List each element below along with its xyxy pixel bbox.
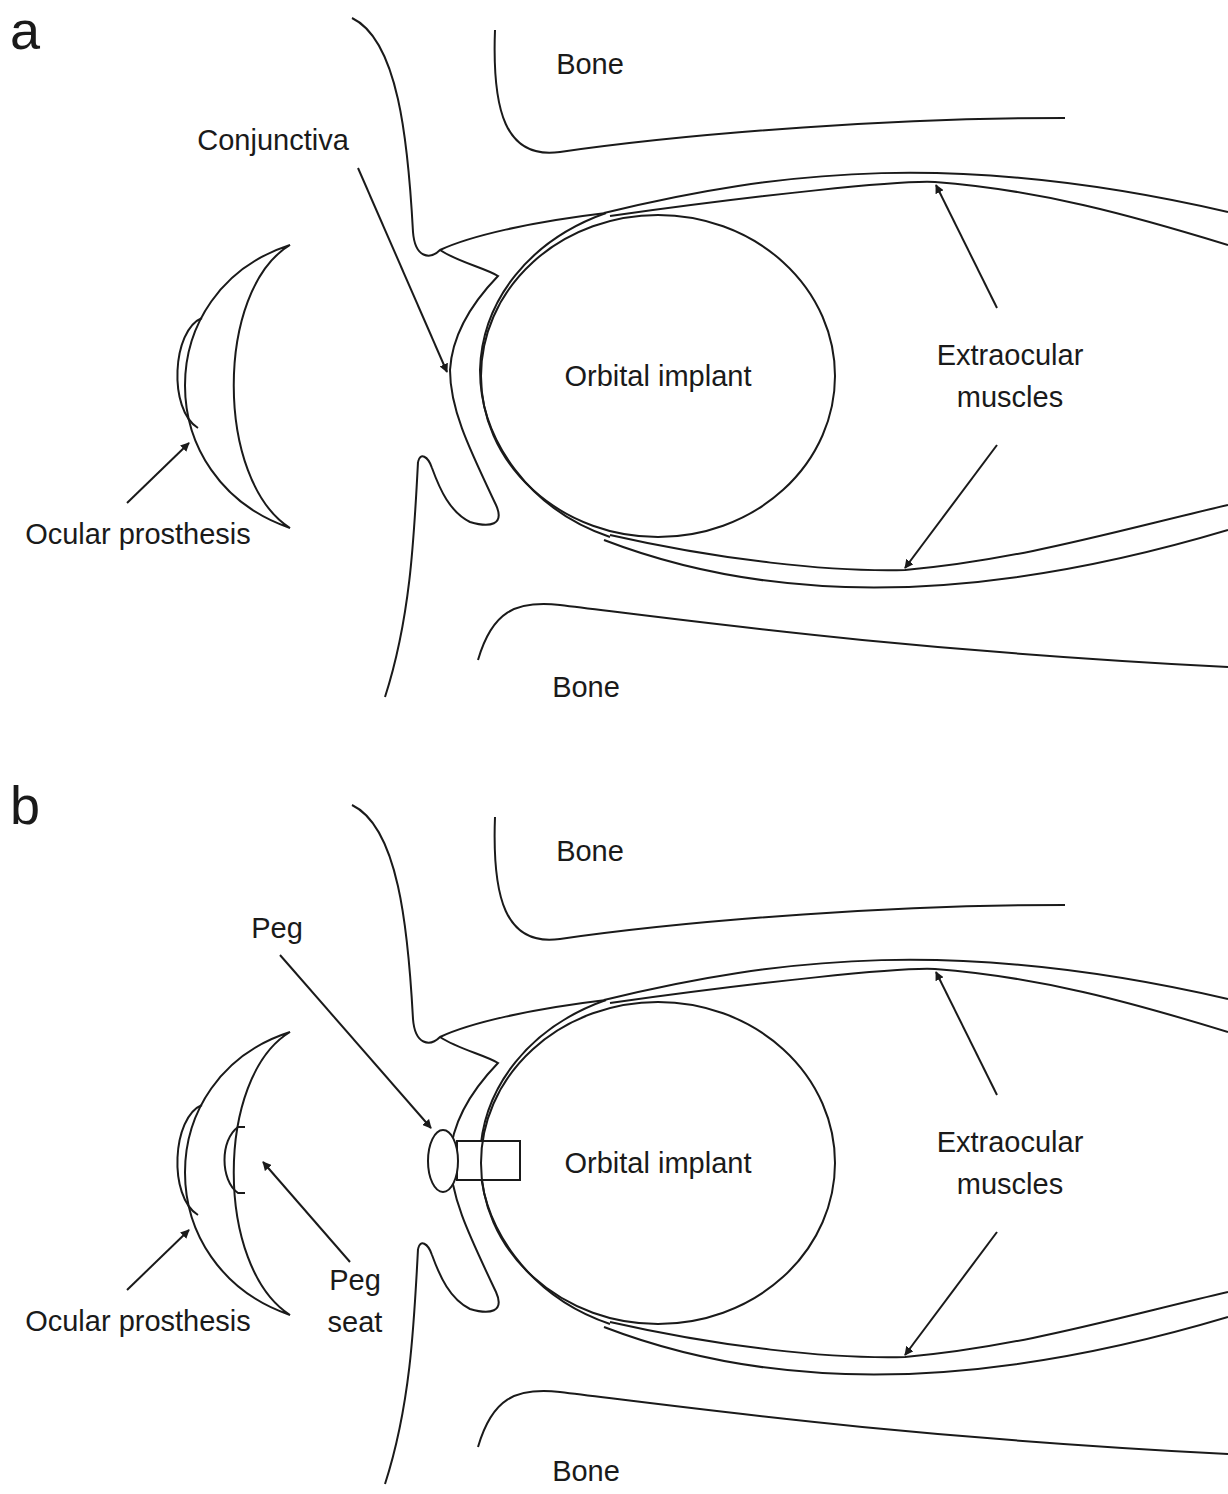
- part-label: Ocular prosthesis: [25, 513, 251, 555]
- part-label: Conjunctiva: [197, 119, 349, 161]
- leader-arrow: [127, 1230, 189, 1290]
- part-label: Ocular prosthesis: [25, 1300, 251, 1342]
- leader-arrow: [280, 955, 431, 1128]
- peg-seat: [225, 1127, 246, 1193]
- part-label: Bone: [556, 43, 624, 85]
- leader-arrow: [263, 1162, 350, 1262]
- part-label: Extraocular muscles: [915, 334, 1105, 418]
- part-label: Extraocular muscles: [915, 1121, 1105, 1205]
- leader-arrow: [905, 1232, 997, 1355]
- peg: [457, 1141, 520, 1180]
- leader-arrow: [358, 168, 447, 372]
- implant-label: Orbital implant: [565, 360, 752, 393]
- leader-arrow: [936, 972, 997, 1095]
- part-label: Bone: [552, 666, 620, 708]
- panel-letter: b: [10, 778, 40, 832]
- leader-arrow: [127, 443, 189, 503]
- leader-arrow: [905, 445, 997, 568]
- peg-head: [428, 1130, 458, 1192]
- implant-label: Orbital implant: [565, 1147, 752, 1180]
- part-label: Bone: [552, 1450, 620, 1492]
- leader-arrow: [936, 185, 997, 308]
- implant-circle: Orbital implant: [480, 1001, 836, 1325]
- implant-circle: Orbital implant: [480, 214, 836, 538]
- part-label: Peg: [251, 907, 303, 949]
- panel-letter: a: [10, 3, 40, 57]
- part-label: Peg seat: [315, 1259, 395, 1343]
- part-label: Bone: [556, 830, 624, 872]
